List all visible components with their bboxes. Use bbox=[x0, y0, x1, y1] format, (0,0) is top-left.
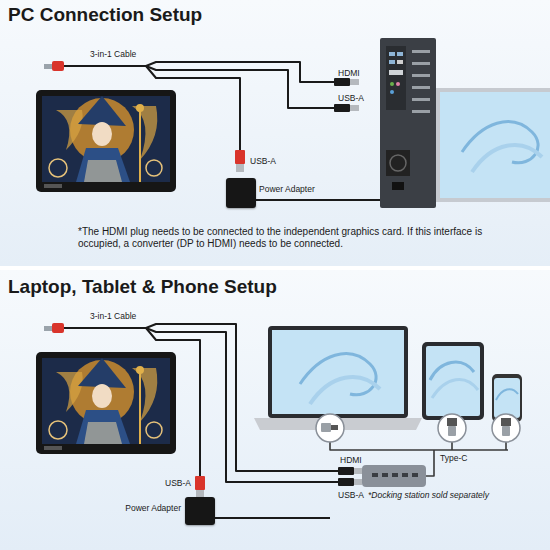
diagram-title: PC Connection Setup bbox=[8, 4, 202, 27]
port-label: HDMI bbox=[340, 455, 362, 465]
port-label: USB-A bbox=[338, 93, 364, 103]
power-adapter: Power Adapter bbox=[185, 497, 215, 525]
port-label: USB-A bbox=[250, 156, 276, 166]
port-label: USB-A bbox=[338, 490, 364, 500]
cable-label: 3-in-1 Cable bbox=[90, 311, 136, 321]
port-label: HDMI bbox=[338, 68, 360, 78]
cable-label: 3-in-1 Cable bbox=[90, 49, 136, 59]
section-heading: Laptop, Tablet & Phone Setup bbox=[8, 276, 277, 299]
power-adapter: Power Adapter bbox=[226, 178, 256, 208]
node-label: Power Adapter bbox=[125, 503, 181, 513]
port-label: Type-C bbox=[440, 453, 467, 463]
footnote: *Docking station sold separately bbox=[368, 490, 489, 500]
footnote: *The HDMI plug needs to be connected to … bbox=[78, 226, 498, 250]
node-label: Power Adapter bbox=[259, 184, 315, 194]
port-label: USB-A bbox=[165, 478, 191, 488]
